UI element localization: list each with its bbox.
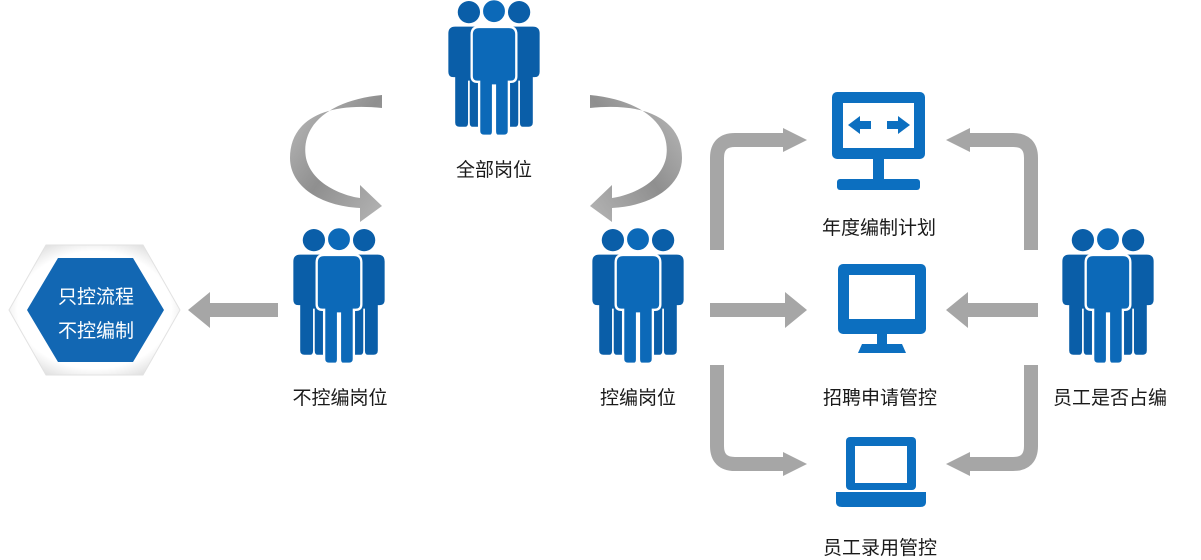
arrow-employee-to-recruitment: [946, 292, 1038, 328]
people-group-icon-all: [448, 0, 539, 136]
people-group-icon-employee: [1062, 227, 1153, 364]
label-controlled-positions: 控编岗位: [599, 387, 677, 409]
hexagon-badge: [8, 244, 181, 376]
arrow-employee-to-annual-plan: [968, 133, 1038, 250]
laptop-icon: [836, 437, 926, 507]
swirl-arrow-left: [290, 95, 382, 222]
arrow-to-annual-plan: [710, 133, 785, 250]
desktop-monitor-icon: [832, 92, 925, 190]
label-recruitment-control: 招聘申请管控: [822, 387, 938, 409]
arrow-to-hiring: [710, 365, 785, 471]
label-all-positions: 全部岗位: [455, 159, 533, 181]
arrow-employee-to-hiring: [968, 365, 1038, 471]
hexagon-line2: 不控编制: [57, 320, 135, 342]
monitor-icon: [838, 264, 926, 353]
arrow-to-recruitment: [710, 292, 807, 328]
label-uncontrolled-positions: 不控编岗位: [292, 387, 388, 409]
hexagon-line1: 只控流程: [57, 286, 135, 308]
people-group-icon-uncontrolled: [293, 227, 384, 364]
swirl-arrow-right: [590, 95, 682, 222]
label-annual-plan: 年度编制计划: [821, 217, 937, 239]
label-employee-headcount: 员工是否占编: [1052, 387, 1168, 409]
people-group-icon-controlled: [592, 227, 683, 364]
label-hiring-control: 员工录用管控: [822, 537, 938, 559]
arrow-to-hexagon: [188, 292, 278, 328]
